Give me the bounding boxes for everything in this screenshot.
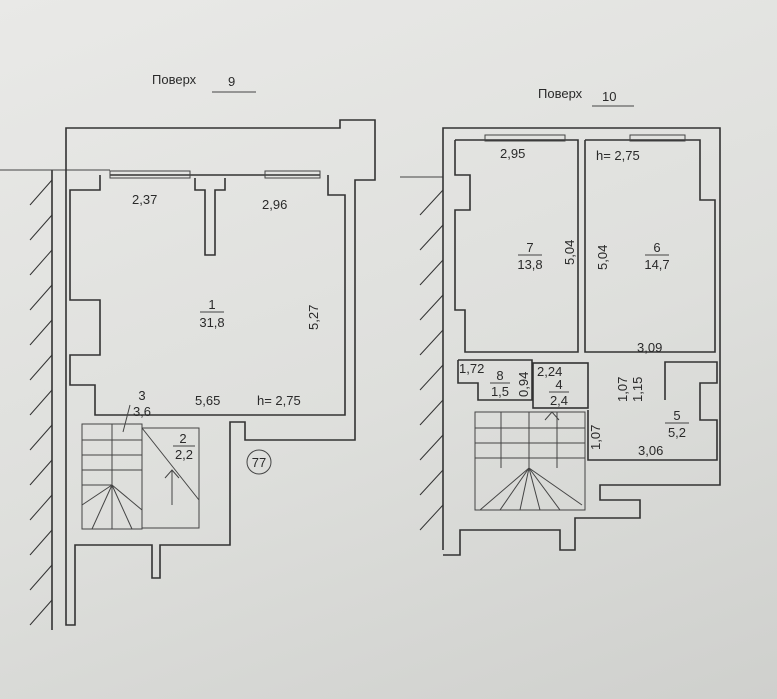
room-6-label: 6 14,7 xyxy=(644,240,669,272)
svg-text:5,2: 5,2 xyxy=(668,425,686,440)
dim-label: 1,15 xyxy=(630,377,645,402)
floor-10-number: 10 xyxy=(602,89,616,104)
room-2-walls xyxy=(141,427,200,529)
stair-steps xyxy=(475,412,585,511)
dim-label: 5,04 xyxy=(595,245,610,270)
floor-10-outer-wall xyxy=(442,127,721,556)
window[interactable] xyxy=(264,170,321,179)
svg-text:2,4: 2,4 xyxy=(550,393,568,408)
room-2-label: 2 2,2 xyxy=(173,431,195,462)
room-8-walls xyxy=(457,359,533,401)
dim-label: 0,94 xyxy=(516,372,531,397)
svg-text:7: 7 xyxy=(526,240,533,255)
room-1-walls xyxy=(69,175,346,416)
stair-arrow-icon xyxy=(544,411,560,421)
height-label: h= 2,75 xyxy=(257,393,301,408)
svg-text:5: 5 xyxy=(673,408,680,423)
room-7-label: 7 13,8 xyxy=(517,240,542,272)
floor-9-label: Поверх xyxy=(152,72,197,87)
window[interactable] xyxy=(629,134,686,142)
dim-label: 2,37 xyxy=(132,192,157,207)
svg-text:1: 1 xyxy=(208,297,215,312)
svg-text:2: 2 xyxy=(179,431,186,446)
room-4-label: 4 2,4 xyxy=(549,377,569,408)
dim-label: 2,96 xyxy=(262,197,287,212)
floor-9-plan: Поверх 9 xyxy=(0,72,376,630)
window[interactable] xyxy=(484,134,566,142)
dim-label: 1,72 xyxy=(459,361,484,376)
svg-text:1,5: 1,5 xyxy=(491,384,509,399)
staircase xyxy=(474,411,586,511)
svg-text:8: 8 xyxy=(496,368,503,383)
room-8-label: 8 1,5 xyxy=(490,368,510,399)
dim-label: 3,06 xyxy=(638,443,663,458)
svg-text:14,7: 14,7 xyxy=(644,257,669,272)
room-6-walls xyxy=(584,139,716,353)
dim-label: 3,09 xyxy=(637,340,662,355)
floor-10-plan: Поверх 10 xyxy=(400,86,721,556)
room-5-walls xyxy=(587,361,718,461)
stair-steps xyxy=(81,424,143,530)
dim-label: 5,65 xyxy=(195,393,220,408)
dim-label: 2,24 xyxy=(537,364,562,379)
column xyxy=(194,178,226,256)
dim-label: 5,04 xyxy=(562,240,577,265)
dim-label: 1,07 xyxy=(615,377,630,402)
svg-text:13,8: 13,8 xyxy=(517,257,542,272)
svg-text:77: 77 xyxy=(252,455,266,470)
svg-text:2,2: 2,2 xyxy=(175,447,193,462)
svg-text:31,8: 31,8 xyxy=(199,315,224,330)
hatched-wall-right xyxy=(419,178,444,550)
svg-text:3,6: 3,6 xyxy=(133,404,151,419)
height-label: h= 2,75 xyxy=(596,148,640,163)
svg-text:6: 6 xyxy=(653,240,660,255)
window[interactable] xyxy=(109,170,191,179)
room-3-label: 3 3,6 xyxy=(133,388,151,419)
room-5-label: 5 5,2 xyxy=(665,408,689,440)
room-7-walls xyxy=(454,139,579,353)
dim-label: 5,27 xyxy=(306,305,321,330)
dim-label: 1,07 xyxy=(588,425,603,450)
room-4-walls xyxy=(532,362,589,409)
stair-arrow-icon xyxy=(164,469,180,505)
floor-9-outer-wall xyxy=(65,119,376,626)
room-1-label: 1 31,8 xyxy=(199,297,224,330)
floor-10-label: Поверх xyxy=(538,86,583,101)
hatched-wall-left xyxy=(29,170,53,630)
svg-text:3: 3 xyxy=(138,388,145,403)
dim-label: 2,95 xyxy=(500,146,525,161)
apartment-number-badge: 77 xyxy=(246,449,272,475)
floor-9-number: 9 xyxy=(228,74,235,89)
svg-text:4: 4 xyxy=(555,377,562,392)
